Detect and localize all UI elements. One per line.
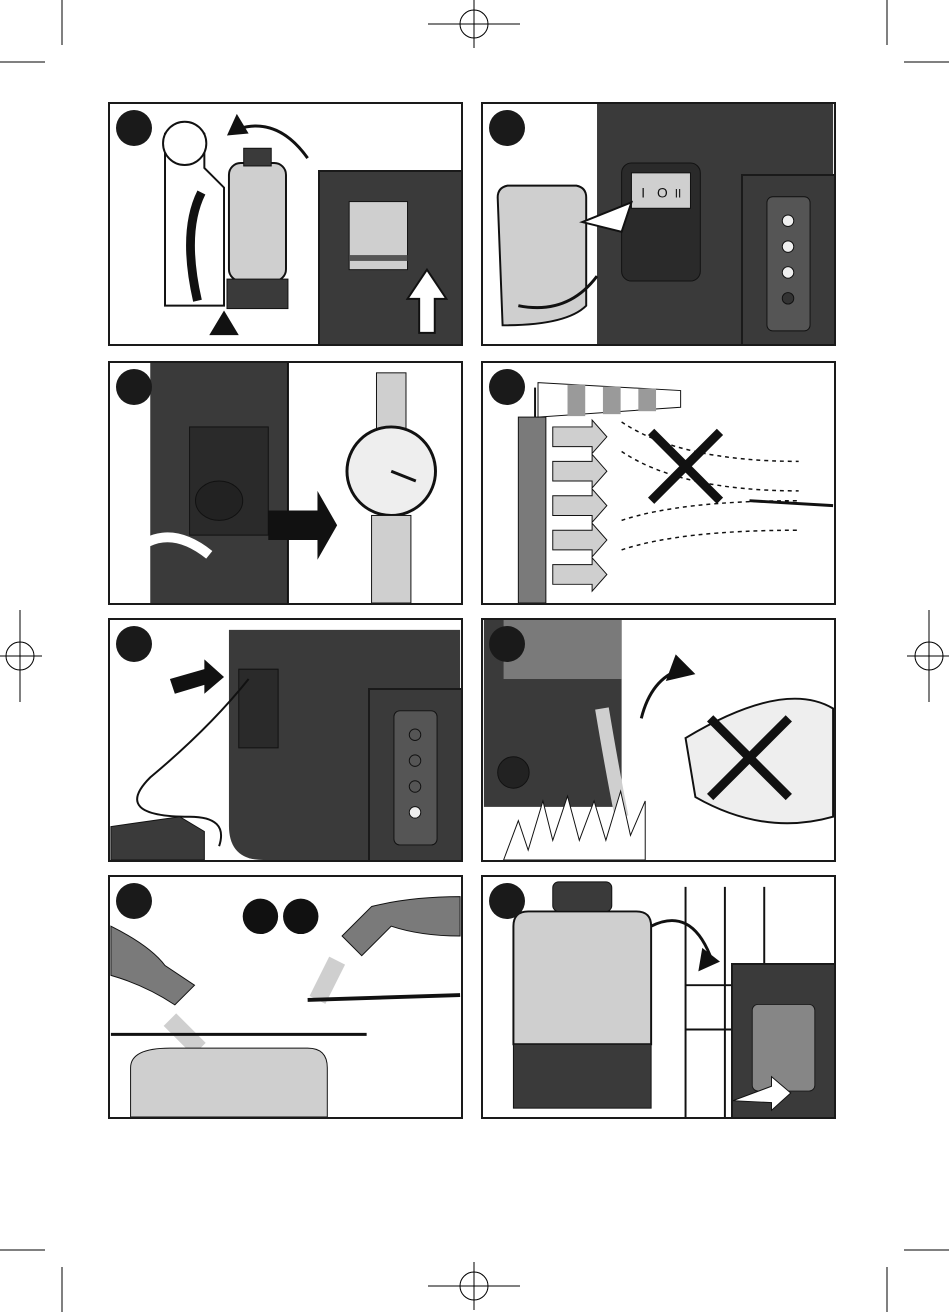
draining-illustration — [483, 620, 834, 860]
step-marker — [489, 110, 525, 146]
step-marker — [116, 626, 152, 662]
strap-clip-illustration — [320, 172, 461, 344]
pressure-illustration — [110, 363, 461, 603]
strap-clip-inset — [318, 170, 463, 346]
step-marker — [116, 110, 152, 146]
panel-7-cleaning — [108, 875, 463, 1119]
switch-label-mode: II — [675, 186, 682, 200]
windsock-stripe — [568, 385, 586, 416]
led-indicator-inset — [741, 174, 836, 346]
step-marker — [116, 369, 152, 405]
step-marker — [489, 883, 525, 919]
windsock-stripe — [603, 387, 621, 415]
panel-6-draining — [481, 618, 836, 862]
registration-mark-left — [0, 610, 42, 702]
wind-warning-illustration — [483, 363, 834, 603]
cleaning-illustration — [110, 877, 461, 1117]
registration-mark-bottom — [428, 1262, 520, 1310]
step-marker — [489, 369, 525, 405]
switch-label-off: O — [657, 185, 668, 200]
panel-5-charging — [108, 618, 463, 862]
charge-led-illustration — [370, 690, 461, 860]
led-indicator-illustration — [743, 176, 834, 344]
windsock-stripe — [638, 389, 656, 412]
panel-8-storage — [481, 875, 836, 1119]
step-marker — [489, 626, 525, 662]
panel-4-wind-warning — [481, 361, 836, 605]
registration-mark-top — [428, 0, 520, 48]
switch-label-on: I — [641, 185, 645, 200]
gloves-icon — [243, 899, 278, 934]
battery-storage-illustration — [733, 965, 836, 1117]
panel-3-pressure-adjust — [108, 361, 463, 605]
panel-2-battery-insert: I O II — [481, 102, 836, 346]
registration-mark-right — [907, 610, 949, 702]
panel-1-backpack-mount — [108, 102, 463, 346]
protective-clothing-icon — [283, 899, 318, 934]
charge-led-inset — [368, 688, 463, 862]
battery-storage-inset — [731, 963, 836, 1119]
step-marker — [116, 883, 152, 919]
